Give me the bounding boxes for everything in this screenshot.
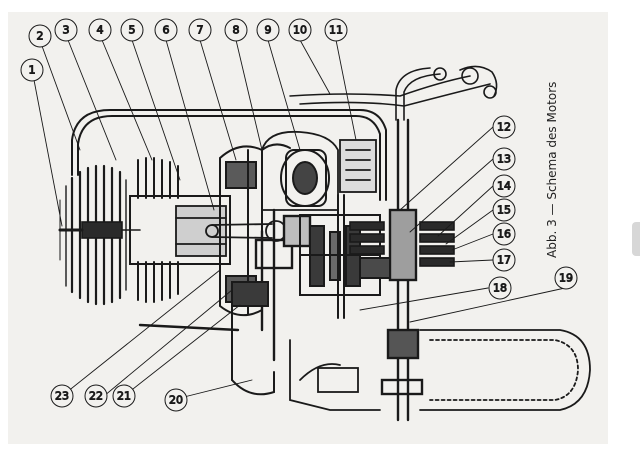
piston <box>175 205 227 257</box>
figure-caption: Abb. 3 — Schema des Motors <box>545 81 559 258</box>
callout-23: 23 <box>50 384 74 408</box>
callout-23-label: 23 <box>55 390 69 403</box>
secondary-shaft <box>337 194 391 319</box>
callout-15-label: 15 <box>497 204 511 217</box>
callout-16-label: 16 <box>497 228 511 241</box>
page-edge-tab <box>632 222 640 256</box>
callout-9-label: 9 <box>265 24 272 37</box>
callout-8-label: 8 <box>233 24 240 37</box>
callout-14-label: 14 <box>497 180 511 193</box>
callout-6: 6 <box>154 18 178 42</box>
spark-plug <box>58 221 141 239</box>
callout-22-label: 22 <box>89 390 103 403</box>
callout-7: 7 <box>188 18 212 42</box>
callout-6-label: 6 <box>163 24 170 37</box>
callout-4: 4 <box>88 18 112 42</box>
callout-11: 11 <box>324 18 348 42</box>
gearbox <box>299 214 381 296</box>
callout-22: 22 <box>84 384 108 408</box>
callout-1-label: 1 <box>29 64 36 77</box>
callout-10-label: 10 <box>293 24 307 37</box>
callout-21: 21 <box>112 384 136 408</box>
callout-2: 2 <box>28 24 52 48</box>
generator <box>261 143 330 207</box>
kick-starter <box>138 281 275 396</box>
callout-17-label: 17 <box>497 254 511 267</box>
callout-8: 8 <box>224 18 248 42</box>
callout-7-label: 7 <box>197 24 204 37</box>
callout-10: 10 <box>288 18 312 42</box>
exhaust-pipe <box>71 109 387 201</box>
callout-19: 19 <box>554 266 578 290</box>
callout-markers: 1 2 3 4 5 6 7 8 9 10 11 12 13 14 15 16 1… <box>20 18 578 412</box>
callout-16: 16 <box>492 222 516 246</box>
callout-17: 17 <box>492 248 516 272</box>
callout-9: 9 <box>256 18 280 42</box>
callout-4-label: 4 <box>97 24 104 37</box>
chain-guard <box>289 339 381 411</box>
callout-19-label: 19 <box>559 272 573 285</box>
callout-21-label: 21 <box>117 390 131 403</box>
callout-3-label: 3 <box>63 24 70 37</box>
callout-1: 1 <box>20 58 44 82</box>
callout-20-label: 20 <box>169 394 183 407</box>
control-cables <box>289 65 498 121</box>
crankshaft <box>254 208 312 362</box>
callout-5: 5 <box>120 18 144 42</box>
drive-chain <box>419 329 591 411</box>
callout-5-label: 5 <box>129 24 136 37</box>
callout-13-label: 13 <box>497 153 511 166</box>
clutch-pack <box>349 221 455 267</box>
callout-11-label: 11 <box>329 24 343 37</box>
callout-12-label: 12 <box>497 121 511 134</box>
leader-lines <box>33 39 566 401</box>
callout-20: 20 <box>164 388 188 412</box>
callout-12: 12 <box>492 115 516 139</box>
callout-14: 14 <box>492 174 516 198</box>
main-shaft <box>380 118 424 422</box>
callout-3: 3 <box>54 18 78 42</box>
cylinder-fins <box>137 157 179 303</box>
coil-housing <box>261 130 377 211</box>
callout-13: 13 <box>492 147 516 171</box>
callout-18-label: 18 <box>493 282 507 295</box>
callout-18: 18 <box>488 276 512 300</box>
callout-2-label: 2 <box>37 30 44 43</box>
callout-15: 15 <box>492 198 516 222</box>
